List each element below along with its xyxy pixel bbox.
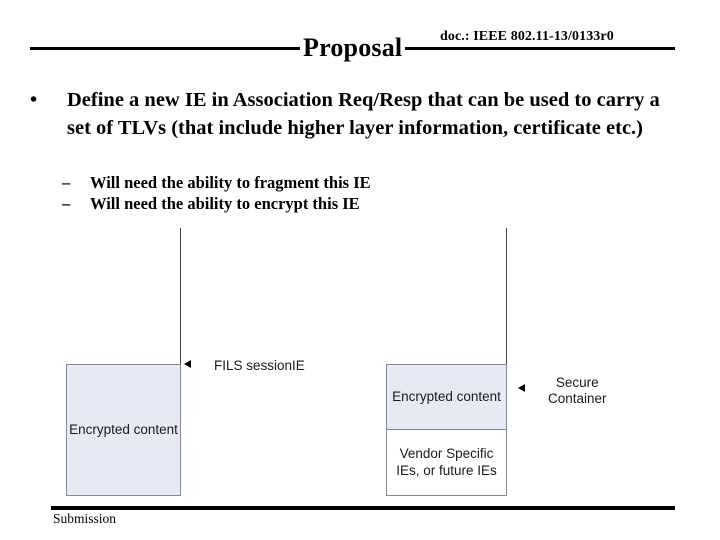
left-frame-boundary-line xyxy=(180,228,181,496)
secure-container-label: Secure Container xyxy=(548,375,607,407)
right-encrypted-content-box: Encrypted content xyxy=(386,364,507,430)
arrow-left-icon xyxy=(518,384,525,392)
dash-marker-icon: – xyxy=(62,194,71,214)
left-encrypted-content-box: Encrypted content xyxy=(66,364,181,496)
sub-bullet-text: Will need the ability to encrypt this IE xyxy=(90,194,360,214)
arrow-left-icon xyxy=(184,360,191,368)
bullet-text-primary: Define a new IE in Association Req/Resp … xyxy=(67,89,660,140)
bullet-marker-icon: • xyxy=(30,89,38,111)
list-item: – Will need the ability to fragment this… xyxy=(62,172,622,193)
right-frame-boundary-line xyxy=(506,228,507,496)
fils-session-ie-label: FILS sessionIE xyxy=(214,358,305,373)
dash-marker-icon: – xyxy=(62,173,71,192)
page-title: Proposal xyxy=(300,34,406,61)
vendor-specific-ies-box: Vendor Specific IEs, or future IEs xyxy=(386,430,507,496)
doc-reference: doc.: IEEE 802.11-13/0133r0 xyxy=(440,29,614,44)
list-item: – Will need the ability to encrypt this … xyxy=(62,193,622,214)
sub-bullet-text: Will need the ability to fragment this I… xyxy=(90,173,371,192)
sub-bullet-list: – Will need the ability to fragment this… xyxy=(62,172,622,215)
bullet-item-primary: • Define a new IE in Association Req/Res… xyxy=(30,86,680,143)
footer-label: Submission xyxy=(53,511,117,526)
footer-divider xyxy=(51,506,675,510)
